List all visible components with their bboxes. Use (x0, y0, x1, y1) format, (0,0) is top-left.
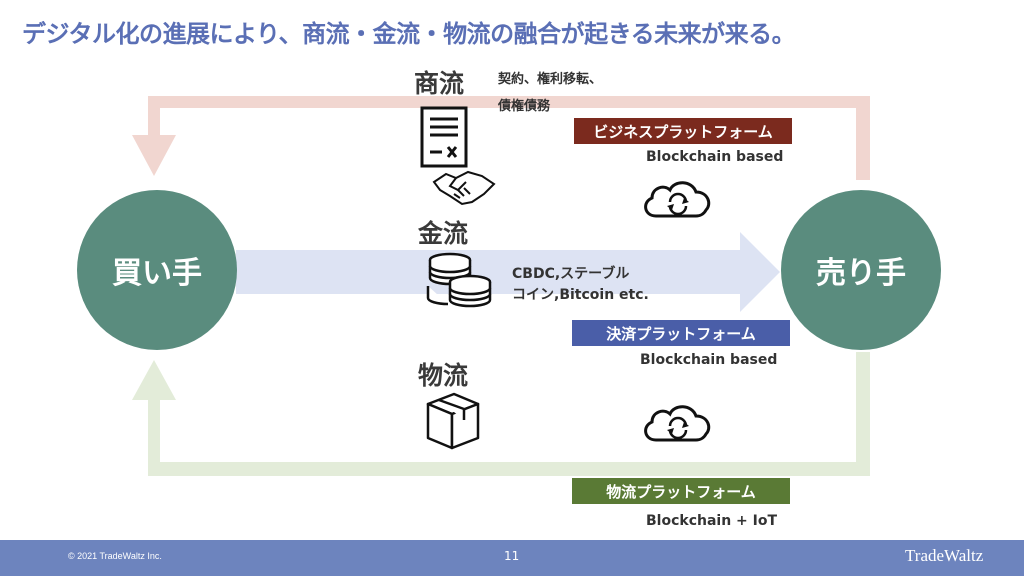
page-number: 11 (504, 549, 520, 563)
payment-platform-basis: Blockchain based (640, 352, 778, 368)
money-note-line1: CBDC,ステーブル (512, 266, 630, 282)
package-box-icon (426, 392, 480, 450)
money-flow-arrow (236, 232, 780, 312)
slide-title: デジタル化の進展により、商流・金流・物流の融合が起きる未来が来る。 (22, 20, 796, 48)
commerce-note-line1: 契約、権利移転、 (498, 72, 603, 87)
seller-node: 売り手 (781, 190, 941, 350)
footer-bar (0, 540, 1024, 576)
payment-platform-badge: 決済プラットフォーム (572, 320, 790, 346)
commerce-note-line2: 債権債務 (498, 99, 551, 114)
contract-document-icon (420, 106, 468, 168)
buyer-node: 買い手 (77, 190, 237, 350)
copyright-text: © 2021 TradeWaltz Inc. (68, 551, 162, 561)
handshake-icon (432, 170, 496, 206)
commerce-flow-arrow (132, 96, 870, 180)
logistics-flow-arrow (132, 352, 870, 476)
logistics-label: 物流 (418, 361, 469, 390)
business-platform-badge: ビジネスプラットフォーム (574, 118, 792, 144)
business-platform-basis: Blockchain based (646, 149, 784, 165)
cloud-sync-icon (644, 405, 711, 442)
coins-icon (426, 252, 492, 308)
logistics-platform-badge: 物流プラットフォーム (572, 478, 790, 504)
commerce-label: 商流 (414, 69, 465, 98)
logistics-platform-basis: Blockchain + IoT (646, 513, 778, 529)
money-note-line2: コイン,Bitcoin etc. (512, 287, 649, 303)
money-label: 金流 (418, 219, 469, 248)
cloud-sync-icon (644, 181, 711, 218)
brand-logo: TradeWaltz (905, 546, 984, 565)
